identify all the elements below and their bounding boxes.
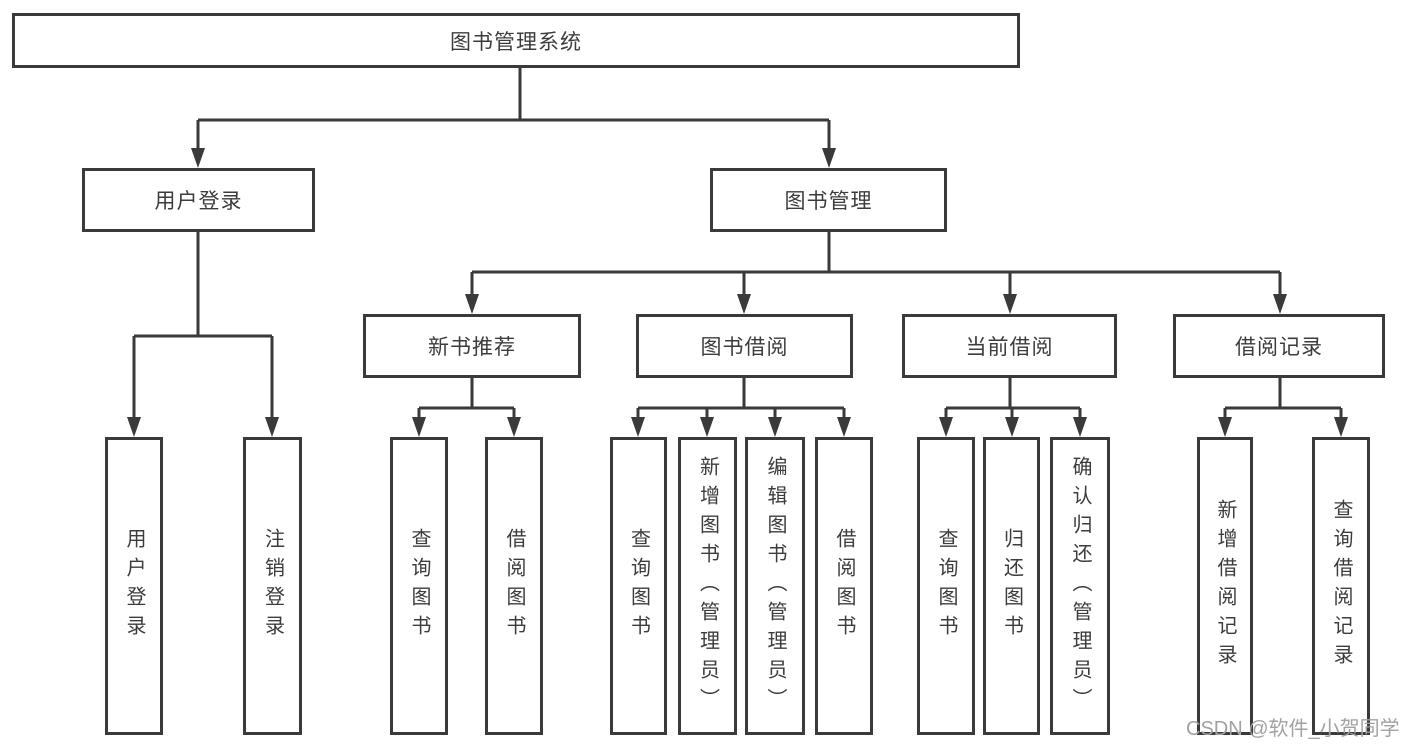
node-label: 用户登录 — [123, 528, 145, 644]
node-user-login: 用户登录 — [82, 168, 315, 232]
node-label: 查询图书 — [935, 528, 957, 644]
leaf-borrow-books: 借阅图书 — [815, 437, 873, 735]
leaf-user-login: 用户登录 — [105, 437, 163, 735]
node-label: 图书借阅 — [700, 336, 789, 359]
node-label: 借阅图书 — [503, 528, 525, 644]
connector-user-login-to-leaves — [127, 232, 279, 437]
node-label: 编辑图书（管理员） — [764, 455, 786, 717]
node-new-book-recommend: 新书推荐 — [363, 314, 581, 378]
node-label: 查询图书 — [408, 528, 430, 644]
node-book-borrowing: 图书借阅 — [636, 314, 853, 378]
node-label: 归还图书 — [1000, 528, 1023, 644]
node-current-borrowing: 当前借阅 — [902, 314, 1117, 378]
leaf-edit-books-admin: 编辑图书（管理员） — [745, 437, 805, 735]
connector-current-borrow-to-leaves — [939, 378, 1087, 437]
node-label: 注销登录 — [261, 528, 284, 644]
node-borrow-records: 借阅记录 — [1173, 314, 1385, 378]
leaf-confirm-return-admin: 确认归还（管理员） — [1050, 437, 1110, 735]
node-label: 新增图书（管理员） — [696, 455, 719, 717]
leaf-query-borrow-record: 查询借阅记录 — [1312, 437, 1370, 735]
node-book-management: 图书管理 — [710, 168, 947, 232]
node-label: 查询图书 — [627, 528, 650, 644]
leaf-query-books: 查询图书 — [390, 437, 448, 735]
leaf-logout: 注销登录 — [243, 437, 302, 735]
node-label: 确认归还（管理员） — [1069, 455, 1091, 717]
node-label: 借阅图书 — [833, 528, 855, 644]
leaf-add-books-admin: 新增图书（管理员） — [678, 437, 737, 735]
node-label: 借阅记录 — [1235, 336, 1323, 359]
leaf-borrow-books: 借阅图书 — [485, 437, 543, 735]
node-label: 新书推荐 — [428, 336, 516, 359]
node-label: 当前借阅 — [965, 336, 1054, 359]
node-label: 查询借阅记录 — [1330, 499, 1352, 673]
node-label: 用户登录 — [154, 190, 243, 213]
leaf-query-books: 查询图书 — [917, 437, 975, 735]
leaf-return-books: 归还图书 — [983, 437, 1040, 735]
connector-book-borrow-to-leaves — [631, 378, 851, 437]
node-label: 新增借阅记录 — [1214, 499, 1236, 673]
node-label: 图书管理系统 — [450, 30, 582, 54]
connector-borrow-records-to-leaves — [1218, 378, 1348, 437]
csdn-watermark: CSDN @软件_小贺同学 — [1186, 718, 1400, 740]
node-label: 图书管理 — [784, 190, 873, 213]
connector-root-to-level2 — [191, 68, 836, 168]
connector-book-mgmt-to-level3 — [465, 232, 1287, 314]
node-root-library-system: 图书管理系统 — [12, 13, 1020, 68]
leaf-add-borrow-record: 新增借阅记录 — [1197, 437, 1253, 735]
connector-new-book-rec-to-leaves — [412, 378, 521, 437]
leaf-query-books: 查询图书 — [610, 437, 667, 735]
